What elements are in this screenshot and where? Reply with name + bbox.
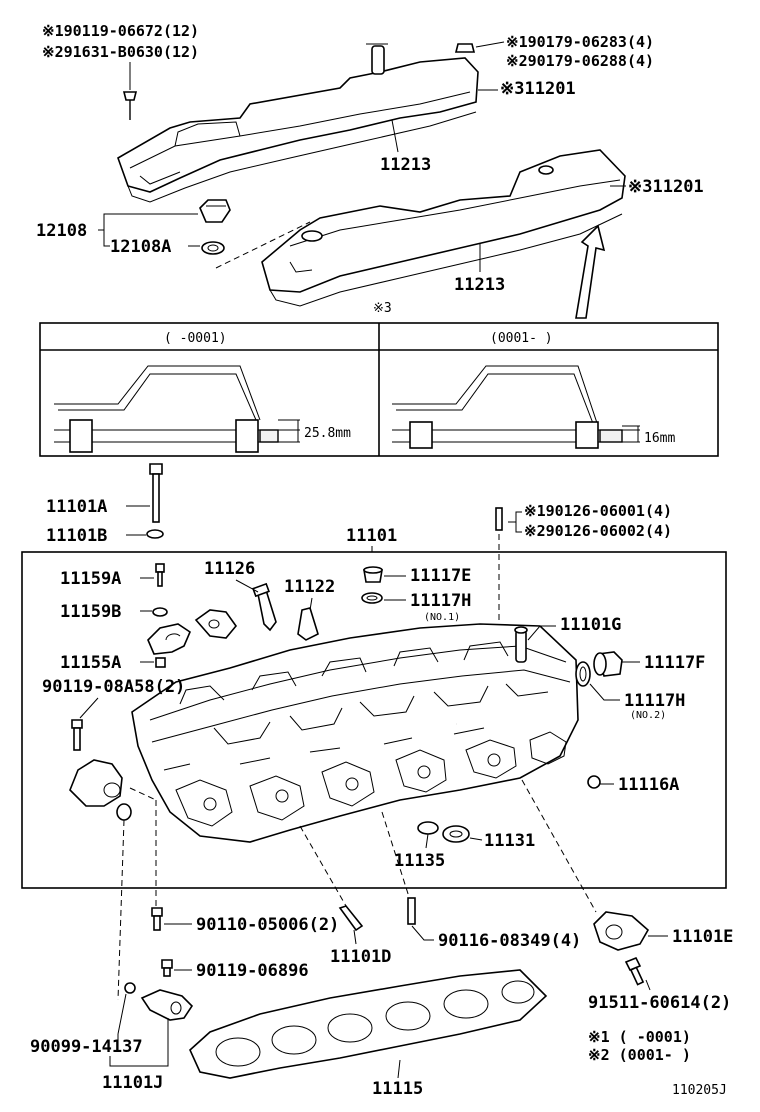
cam-housing-left — [69, 759, 132, 821]
pin-d — [338, 905, 364, 932]
detail-left-profile — [54, 365, 300, 453]
plug-gasket-no1 — [361, 592, 383, 604]
svg-text:※3: ※3 — [373, 301, 392, 316]
svg-text:11116A: 11116A — [618, 775, 679, 795]
svg-text:※190126-06001(4): ※190126-06001(4) — [524, 502, 672, 520]
svg-text:25.8mm: 25.8mm — [304, 426, 351, 441]
svg-text:16mm: 16mm — [644, 431, 675, 446]
svg-text:11122: 11122 — [284, 577, 335, 597]
bolt-a58 — [71, 719, 83, 751]
svg-text:※311201: ※311201 — [500, 79, 576, 99]
stud-bolt — [495, 507, 503, 531]
valve-guide-26 — [252, 582, 277, 632]
water-pipe — [514, 626, 528, 663]
svg-text:90119-08A58(2): 90119-08A58(2) — [42, 677, 185, 697]
svg-text:(0001- ): (0001- ) — [490, 331, 553, 346]
svg-text:11117F: 11117F — [644, 653, 705, 673]
svg-text:90116-08349(4): 90116-08349(4) — [438, 931, 581, 951]
svg-text:11213: 11213 — [380, 155, 431, 175]
svg-text:11131: 11131 — [484, 831, 535, 851]
svg-text:11117H: 11117H — [410, 591, 471, 611]
svg-text:90099-14137: 90099-14137 — [30, 1037, 143, 1057]
svg-text:11135: 11135 — [394, 851, 445, 871]
pin-b — [152, 607, 168, 617]
svg-text:11101A: 11101A — [46, 497, 107, 517]
svg-text:※190119-06672(12): ※190119-06672(12) — [42, 22, 199, 40]
valve-guide-22 — [297, 607, 319, 641]
cylinder-head-cover-upper — [117, 43, 479, 203]
svg-text:11101J: 11101J — [102, 1073, 163, 1093]
svg-text:90110-05006(2): 90110-05006(2) — [196, 915, 339, 935]
svg-text:※1 ( -0001): ※1 ( -0001) — [588, 1028, 691, 1046]
head-bolt — [149, 463, 163, 523]
oil-filler-gasket — [201, 241, 225, 255]
svg-text:11101: 11101 — [346, 526, 397, 546]
cam-housing-right — [593, 911, 650, 951]
bolt-05006 — [151, 907, 163, 931]
svg-text:12108A: 12108A — [110, 237, 171, 257]
seal-131 — [442, 825, 470, 843]
head-gasket — [189, 969, 548, 1079]
svg-text:110205J: 110205J — [672, 1083, 727, 1098]
svg-text:11117H: 11117H — [624, 691, 685, 711]
head-parts-box — [21, 551, 727, 889]
o-ring — [124, 982, 136, 994]
detail-arrow — [575, 224, 606, 319]
svg-text:12108: 12108 — [36, 221, 87, 241]
detail-right-profile — [392, 365, 640, 449]
svg-text:11159A: 11159A — [60, 569, 121, 589]
svg-text:※290126-06002(4): ※290126-06002(4) — [524, 522, 672, 540]
svg-text:11126: 11126 — [204, 559, 255, 579]
svg-text:(NO.1): (NO.1) — [424, 612, 460, 623]
svg-text:11159B: 11159B — [60, 602, 121, 622]
plug-e — [363, 566, 383, 583]
oil-filler-cap — [199, 199, 231, 223]
cylinder-head-cover-lower — [261, 149, 626, 307]
cylinder-head — [131, 623, 579, 843]
svg-text:※311201: ※311201 — [628, 177, 704, 197]
svg-text:※190179-06283(4): ※190179-06283(4) — [506, 33, 654, 51]
svg-text:90119-06896: 90119-06896 — [196, 961, 309, 981]
plug-16a — [587, 775, 601, 789]
svg-text:11101D: 11101D — [330, 947, 391, 967]
svg-text:91511-60614(2): 91511-60614(2) — [588, 993, 731, 1013]
svg-text:11155A: 11155A — [60, 653, 121, 673]
svg-text:(NO.2): (NO.2) — [630, 710, 666, 721]
detail-box — [39, 322, 719, 457]
pin-a — [155, 563, 165, 587]
oil-control-valve — [140, 989, 194, 1021]
svg-text:11213: 11213 — [454, 275, 505, 295]
bolt-06896 — [161, 959, 173, 977]
bolt-08349 — [407, 897, 416, 925]
svg-text:※290179-06288(4): ※290179-06288(4) — [506, 52, 654, 70]
svg-text:( -0001): ( -0001) — [164, 331, 227, 346]
svg-text:11115: 11115 — [372, 1079, 423, 1099]
camshaft-bearing-cap — [147, 609, 238, 655]
cover-bolt — [122, 91, 138, 120]
bearing-pin — [155, 657, 166, 668]
plug-f — [593, 651, 623, 677]
svg-text:11101E: 11101E — [672, 927, 733, 947]
svg-text:11101G: 11101G — [560, 615, 621, 635]
bolt-60614 — [624, 956, 645, 986]
plug-gasket-no2 — [575, 661, 591, 687]
cover-grommet — [454, 43, 476, 53]
svg-text:※2 (0001- ): ※2 (0001- ) — [588, 1046, 691, 1064]
svg-text:11101B: 11101B — [46, 526, 107, 546]
seal-135 — [417, 821, 439, 835]
svg-text:11117E: 11117E — [410, 566, 471, 586]
svg-text:※291631-B0630(12): ※291631-B0630(12) — [42, 43, 199, 61]
head-bolt-washer — [146, 529, 164, 539]
